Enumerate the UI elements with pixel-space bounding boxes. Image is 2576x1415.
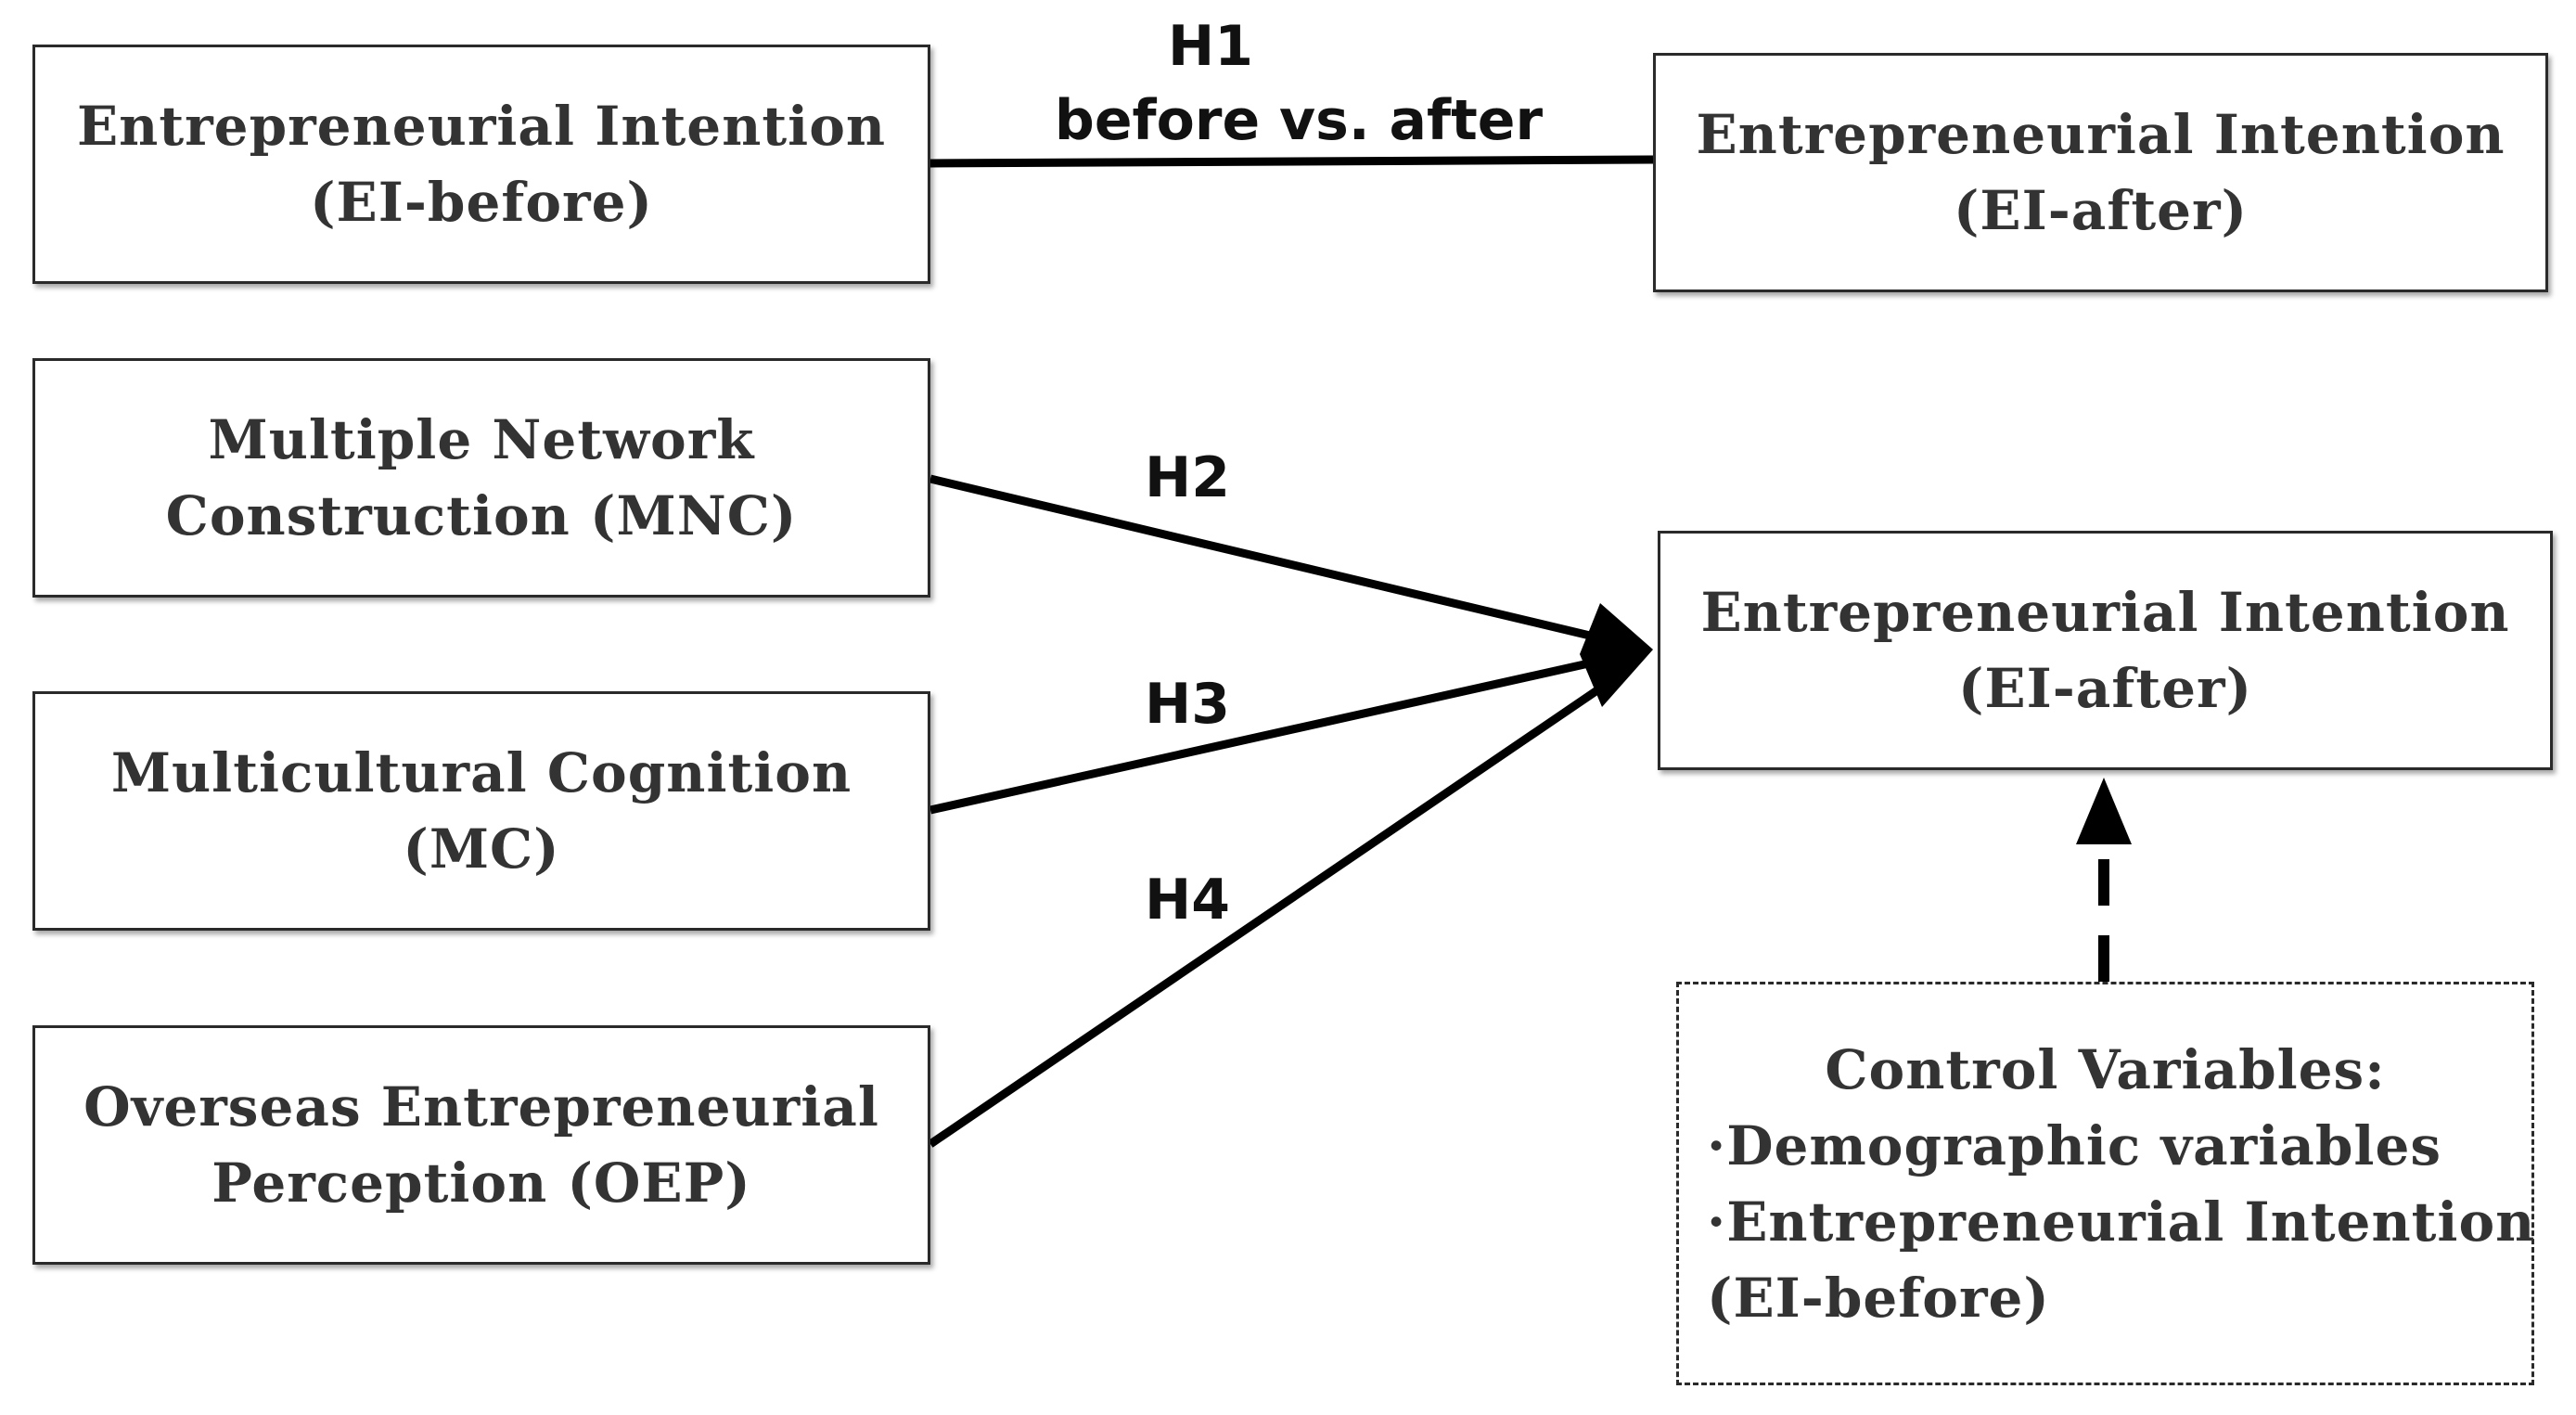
- ei-before-line2: (EI-before): [310, 171, 653, 234]
- oep-line2: Perception (OEP): [211, 1151, 751, 1215]
- h3-arrow-line: [929, 654, 1610, 815]
- control-variables-box: Control Variables: ·Demographic variable…: [1676, 982, 2534, 1385]
- ei-before-box: Entrepreneurial Intention (EI-before): [32, 45, 930, 284]
- h4-arrow-line: [928, 678, 1612, 1148]
- mnc-box: Multiple Network Construction (MNC): [32, 358, 930, 598]
- oep-box: Overseas Entrepreneurial Perception (OEP…: [32, 1025, 930, 1265]
- h2-label: H2: [1145, 445, 1230, 510]
- oep-line1: Overseas Entrepreneurial: [83, 1075, 879, 1138]
- ei-after-box: Entrepreneurial Intention (EI-after): [1658, 531, 2553, 770]
- h1-sublabel: before vs. after: [1054, 88, 1544, 153]
- mc-line1: Multicultural Cognition: [110, 741, 852, 804]
- mc-box: Multicultural Cognition (MC): [32, 691, 930, 931]
- mc-line2: (MC): [403, 817, 560, 881]
- ei-before-line1: Entrepreneurial Intention: [76, 95, 887, 158]
- mnc-line1: Multiple Network: [208, 408, 755, 471]
- mnc-line2: Construction (MNC): [165, 484, 798, 547]
- arrowhead: [1580, 603, 1653, 707]
- h2-arrow-line: [929, 474, 1611, 645]
- control-item-demographic: ·Demographic variables: [1707, 1113, 2442, 1177]
- h3-label: H3: [1145, 672, 1230, 737]
- control-variables-title: Control Variables:: [1825, 1037, 2386, 1101]
- h1-label: H1: [1168, 14, 1253, 79]
- ei-after-line2: (EI-after): [1957, 657, 2253, 720]
- control-item-ei: ·Entrepreneurial Intention: [1707, 1190, 2536, 1254]
- ei-after-top-line1: Entrepreneurial Intention: [1696, 103, 2506, 166]
- ei-after-line1: Entrepreneurial Intention: [1700, 581, 2510, 644]
- control-item-ei-before: (EI-before): [1707, 1266, 2050, 1330]
- h4-label: H4: [1145, 868, 1230, 933]
- control-arrowhead: [2076, 778, 2132, 844]
- ei-after-top-line2: (EI-after): [1953, 179, 2249, 242]
- ei-after-top-box: Entrepreneurial Intention (EI-after): [1653, 53, 2548, 292]
- h1-connector: [929, 155, 1654, 168]
